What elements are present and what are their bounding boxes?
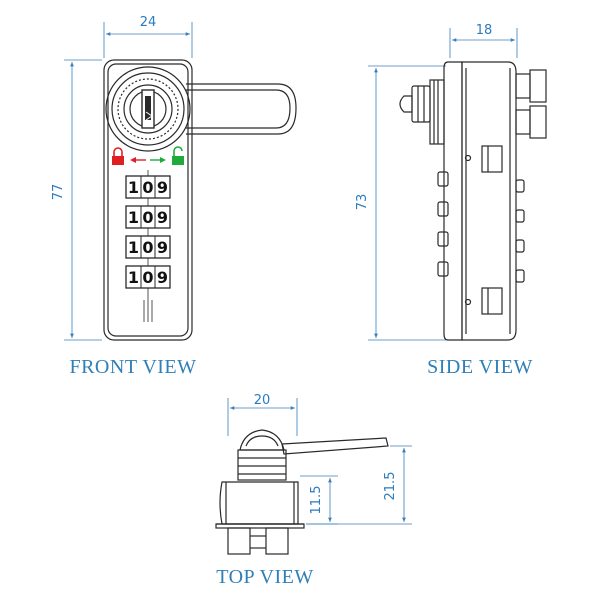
side-height-dim: 73 <box>355 194 370 211</box>
side-view-caption: SIDE VIEW <box>427 356 533 378</box>
combination-wheel-row-1[interactable]: 1 0 9 <box>125 175 171 199</box>
front-view: 24 77 <box>51 15 297 378</box>
front-plate <box>443 61 463 341</box>
dial-knobs <box>437 171 449 277</box>
wheel-digit: 1 <box>128 208 139 227</box>
combination-wheel-row-2[interactable]: 1 0 9 <box>125 205 171 229</box>
wheel-digit: 1 <box>128 238 139 257</box>
key-cylinder <box>105 66 191 152</box>
wheel-digit: 9 <box>157 178 168 197</box>
mounting-clip-bottom <box>481 287 503 315</box>
top-width-dim: 20 <box>254 393 271 408</box>
top-cylinder <box>237 449 287 481</box>
wheel-digit: 9 <box>157 238 168 257</box>
combination-wheel-row-4[interactable]: 1 0 9 <box>125 265 171 289</box>
top-view: 20 11.5 21.5 TOP VIEW <box>215 393 412 588</box>
top-view-caption: TOP VIEW <box>216 566 314 588</box>
wheel-digit: 1 <box>128 268 139 287</box>
combination-wheel-row-3[interactable]: 1 0 9 <box>125 235 171 259</box>
cam-arm <box>186 83 297 135</box>
top-nut-left <box>227 527 251 555</box>
top-nut-right <box>265 527 289 555</box>
unlocked-icon <box>172 146 184 165</box>
key-head <box>399 95 413 113</box>
top-cam-arm <box>281 437 389 455</box>
front-width-dim: 24 <box>140 15 157 30</box>
top-body <box>219 481 299 525</box>
mounting-clip-top <box>481 145 503 173</box>
arrow-left-icon <box>130 157 146 163</box>
wheel-digit: 0 <box>142 208 153 227</box>
top-outer-height-dim: 21.5 <box>383 472 398 501</box>
wheel-digit: 0 <box>142 178 153 197</box>
wheel-digit: 0 <box>142 238 153 257</box>
rear-knobs <box>515 179 525 283</box>
front-height-dim: 77 <box>51 184 66 201</box>
lock-body <box>103 59 193 341</box>
housing <box>461 61 517 341</box>
top-inner-height-dim: 11.5 <box>309 486 324 515</box>
wheel-digit: 0 <box>142 268 153 287</box>
rear-nut <box>515 73 531 99</box>
top-key-head <box>239 429 285 451</box>
arrow-right-icon <box>150 157 166 163</box>
wheel-digit: 1 <box>128 178 139 197</box>
side-view: 18 73 <box>355 23 547 378</box>
front-view-caption: FRONT VIEW <box>69 356 196 378</box>
locked-icon <box>112 147 124 165</box>
side-width-dim: 18 <box>476 23 493 38</box>
wheel-digit: 9 <box>157 268 168 287</box>
wheel-digit: 9 <box>157 208 168 227</box>
